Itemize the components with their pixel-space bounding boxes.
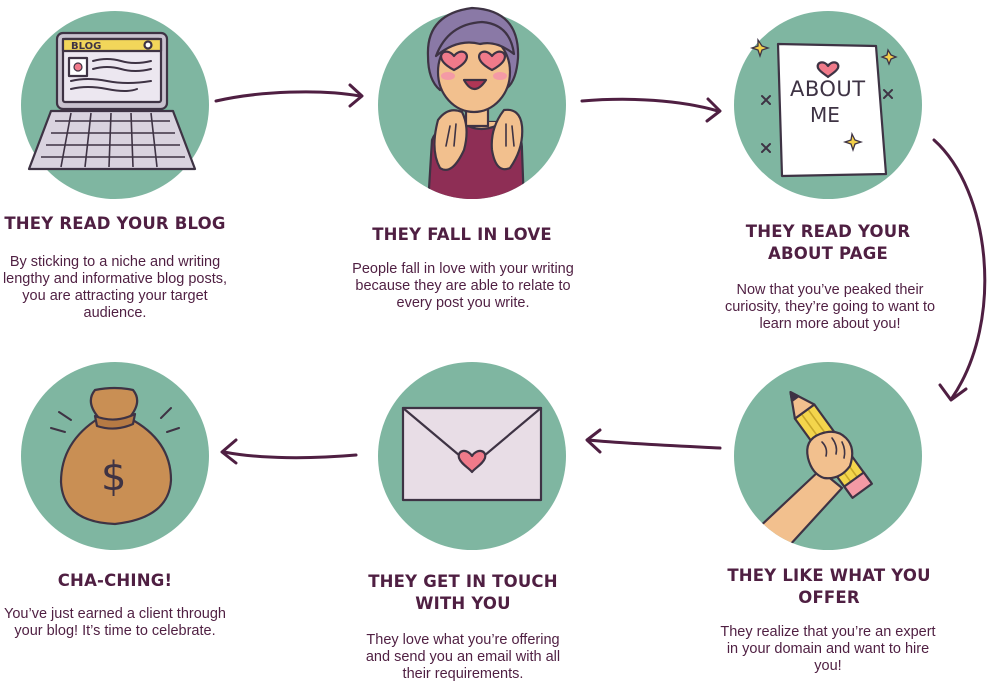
arrow-step4-to-step5	[585, 428, 722, 454]
money-bag-icon: $	[50, 386, 180, 526]
about-paper-line2: ME	[810, 103, 840, 127]
about-paper-line1: ABOUT	[790, 77, 866, 101]
step6-description: You’ve just earned a client through your…	[4, 606, 226, 639]
step1-description: By sticking to a niche and writing lengt…	[2, 254, 228, 321]
step4-description: They realize that you’re an expert in yo…	[720, 624, 936, 674]
step3-description: Now that you’ve peaked their curiosity, …	[724, 282, 936, 332]
envelope-heart-icon	[401, 406, 543, 502]
step6-title: CHA-CHING!	[57, 571, 173, 590]
heart-eyes-person-icon	[426, 6, 526, 199]
step3-title: THEY READ YOUR ABOUT PAGE	[745, 222, 911, 263]
step4-title: THEY LIKE WHAT YOU OFFER	[727, 566, 931, 607]
arrow-step2-to-step3	[580, 97, 722, 123]
step2-title: THEY FALL IN LOVE	[372, 225, 552, 244]
step5-title: THEY GET IN TOUCH WITH YOU	[368, 572, 558, 613]
arrow-step1-to-step2	[214, 83, 364, 108]
about-me-paper-icon: ABOUT ME	[749, 37, 898, 178]
laptop-blog-label: BLOG	[71, 41, 101, 52]
step5-description: They love what you’re offering and send …	[365, 632, 561, 682]
arrow-step3-to-step4	[932, 138, 987, 402]
money-bag-dollar-sign: $	[101, 454, 126, 500]
step2-description: People fall in love with your writing be…	[352, 261, 574, 311]
hand-pencil-icon	[742, 391, 874, 550]
step1-title: THEY READ YOUR BLOG	[4, 214, 226, 233]
arrow-step5-to-step6	[220, 438, 358, 465]
laptop-blog-icon: BLOG	[27, 31, 197, 171]
